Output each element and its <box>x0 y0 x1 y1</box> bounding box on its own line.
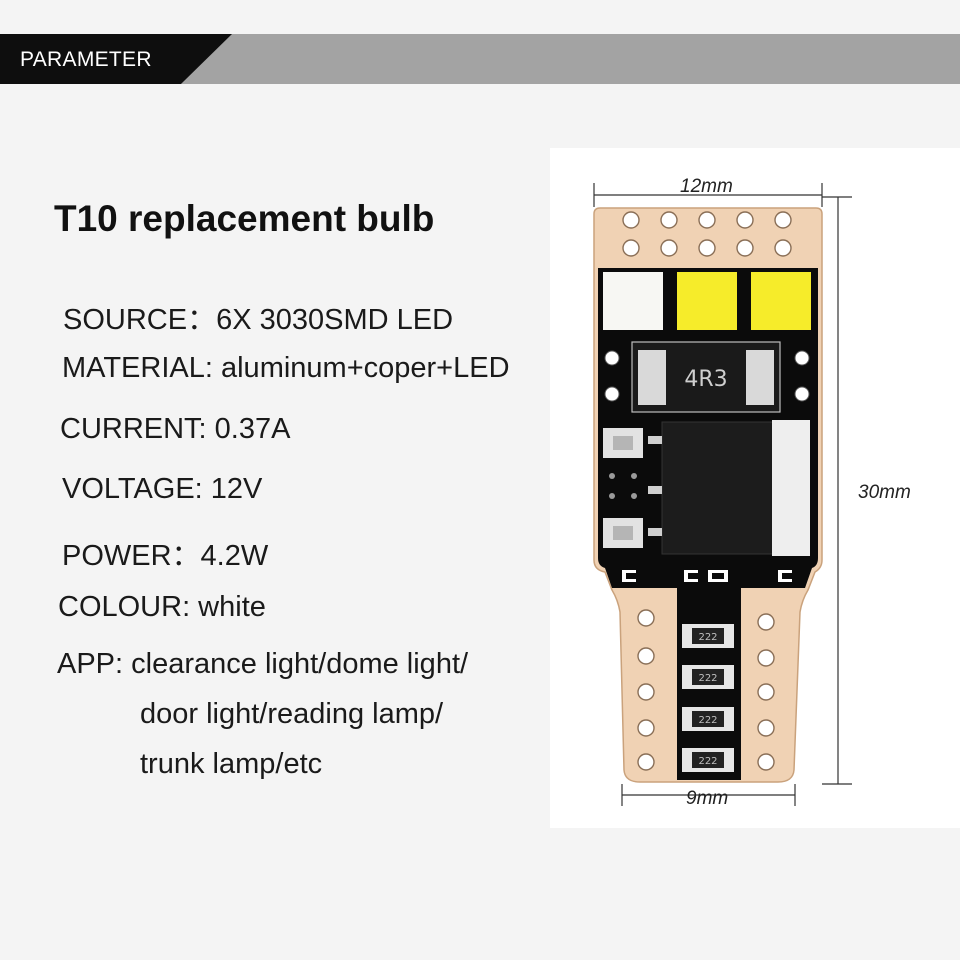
resistor-pad-right <box>746 350 774 405</box>
dot-array <box>609 473 637 499</box>
dimension-height: 30mm <box>858 482 911 503</box>
smd-label: 222 <box>698 756 717 767</box>
ic-tab <box>772 420 810 556</box>
dimension-width-top: 12mm <box>680 176 733 197</box>
parameter-banner: PARAMETER <box>0 34 960 84</box>
led-white <box>603 272 663 330</box>
spec-current: CURRENT: 0.37A <box>60 413 291 445</box>
spec-voltage: VOLTAGE: 12V <box>62 473 263 505</box>
led-yellow-1 <box>677 272 737 330</box>
dimension-lines <box>593 183 852 806</box>
spec-material: MATERIAL: aluminum+coper+LED <box>62 352 510 384</box>
smd-label: 222 <box>698 715 717 726</box>
spec-colour: COLOUR: white <box>58 591 266 623</box>
dimension-width-bottom: 9mm <box>686 788 729 809</box>
smd-label: 222 <box>698 632 717 643</box>
spec-app-line3: trunk lamp/etc <box>140 748 323 780</box>
spec-power: POWER：4.2W <box>62 540 269 572</box>
resistor-label: 4R3 <box>684 367 727 392</box>
smd-label: 222 <box>698 673 717 684</box>
led-yellow-2 <box>751 272 811 330</box>
spec-source: SOURCE：6X 3030SMD LED <box>63 304 454 336</box>
leg-holes <box>637 609 775 771</box>
spec-app-line2: door light/reading lamp/ <box>140 698 444 730</box>
product-title: T10 replacement bulb <box>54 198 435 239</box>
ic-chip <box>661 421 781 555</box>
top-holes <box>622 211 792 257</box>
smd-resistors <box>682 624 734 772</box>
resistor-pad-left <box>638 350 666 405</box>
side-holes <box>604 350 810 402</box>
spec-app-line1: APP: clearance light/dome light/ <box>57 648 469 680</box>
banner-label: PARAMETER <box>20 48 152 71</box>
